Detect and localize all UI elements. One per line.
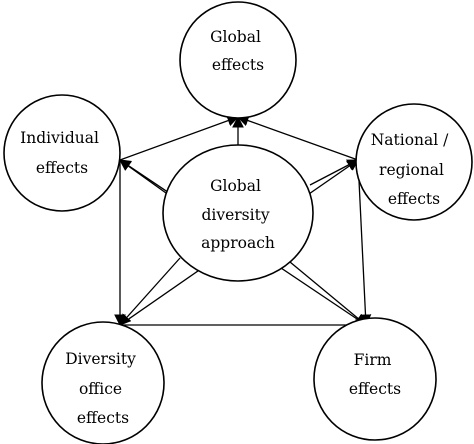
node-global-diversity-approach-ellipse bbox=[162, 144, 314, 282]
edge-center-to-individual bbox=[119, 159, 167, 194]
node-individual-effects-circle bbox=[3, 94, 121, 212]
edge-national-to-global bbox=[236, 115, 359, 161]
node-firm-effects-line-1: Firm bbox=[354, 351, 392, 369]
node-global-diversity-approach-line-2: diversity bbox=[201, 206, 269, 224]
node-global-effects-label: Global effects bbox=[210, 28, 266, 74]
node-firm-effects-circle bbox=[313, 317, 437, 441]
node-global-diversity-approach-line-1: Global bbox=[210, 177, 261, 195]
node-national-regional-effects-line-3: effects bbox=[388, 190, 440, 208]
node-national-regional-effects-label: National / regional effects bbox=[371, 131, 454, 208]
edge-center-to-diversity bbox=[119, 257, 181, 326]
node-individual-effects-label: Individual effects bbox=[20, 129, 104, 177]
node-individual-effects-line-2: effects bbox=[36, 159, 88, 177]
node-national-regional-effects: National / regional effects bbox=[355, 103, 473, 221]
edge-individual-to-global bbox=[119, 115, 240, 161]
node-firm-effects-line-2: effects bbox=[349, 380, 401, 398]
node-global-effects: Global effects bbox=[179, 1, 297, 119]
node-diversity-office-effects-line-2: office bbox=[79, 380, 122, 398]
node-national-regional-effects-circle bbox=[355, 103, 473, 221]
node-diversity-office-effects: Diversity office effects bbox=[41, 321, 165, 444]
node-global-diversity-approach-label: Global diversity approach bbox=[201, 177, 275, 252]
edge-center-to-firm bbox=[289, 261, 367, 326]
node-global-effects-circle bbox=[179, 1, 297, 119]
edge-national-to-firm bbox=[357, 159, 372, 327]
node-diversity-office-effects-circle bbox=[41, 321, 165, 444]
node-diversity-office-effects-line-1: Diversity bbox=[65, 350, 136, 368]
edge-center-to-national bbox=[309, 159, 360, 186]
node-individual-effects: Individual effects bbox=[3, 94, 121, 212]
node-diversity-office-effects-label: Diversity office effects bbox=[65, 350, 141, 427]
node-global-effects-line-2: effects bbox=[212, 56, 264, 74]
node-individual-effects-line-1: Individual bbox=[20, 129, 99, 147]
node-firm-effects-label: Firm effects bbox=[349, 351, 401, 398]
node-national-regional-effects-line-1: National / bbox=[371, 131, 449, 149]
node-diversity-office-effects-line-3: effects bbox=[77, 409, 129, 427]
node-national-regional-effects-line-2: regional bbox=[379, 161, 444, 179]
node-global-diversity-approach: Global diversity approach bbox=[162, 144, 314, 282]
node-global-diversity-approach-line-3: approach bbox=[201, 234, 275, 252]
node-firm-effects: Firm effects bbox=[313, 317, 437, 441]
node-global-effects-line-1: Global bbox=[210, 28, 261, 46]
